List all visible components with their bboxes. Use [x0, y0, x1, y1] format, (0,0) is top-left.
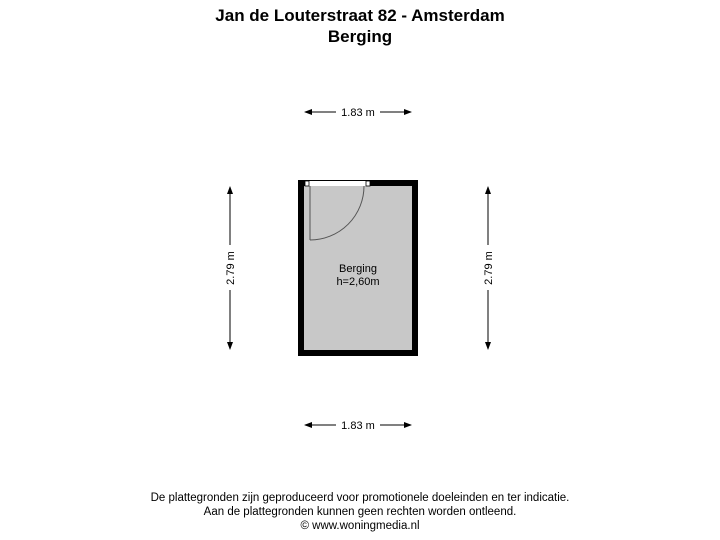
room-height-label: h=2,60m	[336, 276, 379, 288]
door-jamb-right	[365, 180, 371, 187]
dim-left-label: 2.79 m	[225, 251, 237, 285]
room-floor	[304, 186, 412, 350]
floor-title: Berging	[327, 27, 393, 46]
door-swing-arc	[309, 185, 365, 241]
dim-top-label: 1.83 m	[341, 107, 375, 119]
copyright-link[interactable]: © www.woningmedia.nl	[300, 520, 420, 532]
disclaimer-line-2: Aan de plattegronden kunnen geen rechten…	[203, 506, 517, 518]
dim-bottom-label: 1.83 m	[341, 420, 375, 432]
door-jamb-left	[304, 180, 310, 187]
dim-right-label: 2.79 m	[483, 251, 495, 285]
room-name-label: Berging	[339, 263, 377, 275]
disclaimer-line-1: De plattegronden zijn geproduceerd voor …	[150, 492, 570, 504]
door-opening	[308, 181, 368, 186]
address-title: Jan de Louterstraat 82 - Amsterdam	[215, 6, 505, 25]
